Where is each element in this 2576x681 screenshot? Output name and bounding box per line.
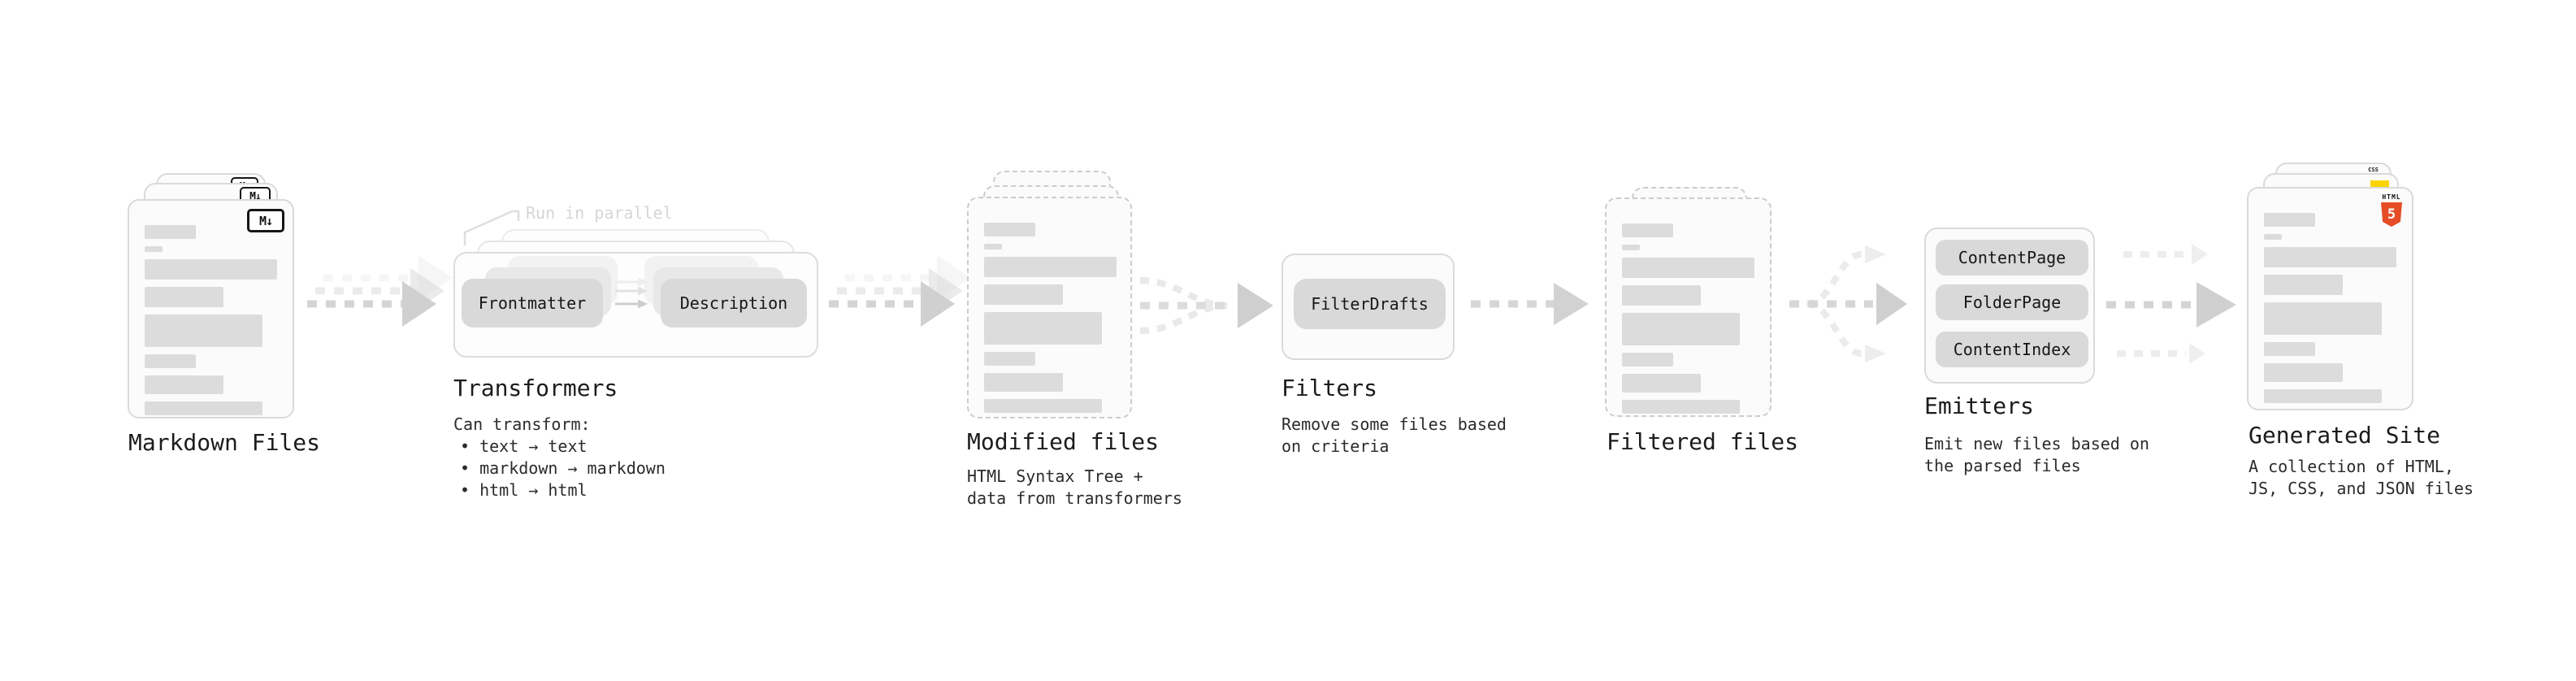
- emitters-desc-line2: the parsed files: [1924, 456, 2081, 475]
- skeleton-line: [145, 287, 223, 307]
- generated-site-desc-line2: JS, CSS, and JSON files: [2249, 479, 2474, 498]
- modified-files-desc-line2: data from transformers: [967, 488, 1182, 508]
- filters-title: Filters: [1281, 375, 1378, 401]
- transformers-bullet-3: • html → html: [460, 480, 588, 500]
- skeleton-line: [145, 375, 223, 394]
- skeleton-line: [984, 284, 1063, 305]
- transformers-bullet-1: • text → text: [460, 436, 588, 456]
- skeleton-line: [1622, 374, 1701, 393]
- skeleton-line: [984, 352, 1035, 366]
- skeleton-line: [145, 314, 262, 347]
- contentpage-pill: ContentPage: [1936, 240, 2088, 275]
- skeleton-line: [984, 223, 1035, 236]
- transformers-title: Transformers: [453, 375, 618, 401]
- modified-files-stack: [967, 171, 1138, 419]
- generated-site-title: Generated Site: [2249, 422, 2441, 449]
- transformers-bullet-2: • markdown → markdown: [460, 458, 666, 478]
- arrow-markdown-to-transformers: [307, 255, 453, 327]
- transformers-bullets: • text → text • markdown → markdown • ht…: [460, 436, 666, 501]
- skeleton-line: [145, 354, 196, 368]
- skeleton-line: [1622, 400, 1740, 414]
- arrow-filters-to-filtered: [1471, 283, 1589, 325]
- skeleton-line: [1622, 353, 1673, 367]
- emitters-title: Emitters: [1924, 393, 2034, 419]
- document-skeleton: [145, 225, 280, 415]
- skeleton-line: [2264, 213, 2315, 227]
- transformers-lead: Can transform:: [453, 414, 591, 434]
- skeleton-line: [1622, 313, 1740, 345]
- transformers-group: Frontmatter Description: [453, 229, 835, 361]
- modified-file-card: [967, 197, 1132, 419]
- generated-html-card: HTML 5: [2247, 187, 2413, 410]
- skeleton-line: [1622, 285, 1701, 306]
- run-in-parallel-label: Run in parallel: [526, 203, 673, 223]
- modified-files-title: Modified files: [967, 428, 1160, 455]
- arrow-emitters-to-generated: [2106, 244, 2236, 364]
- skeleton-line: [1622, 245, 1640, 250]
- skeleton-line: [2264, 247, 2396, 267]
- modified-files-desc-line1: HTML Syntax Tree +: [967, 466, 1143, 486]
- skeleton-line: [984, 257, 1117, 277]
- skeleton-line: [145, 259, 277, 280]
- filtered-files-title: Filtered files: [1607, 428, 1799, 455]
- skeleton-line: [2264, 363, 2343, 382]
- skeleton-line: [1622, 258, 1754, 278]
- arrow-modified-to-filters: [1139, 277, 1273, 334]
- generated-site-stack: CSS HTML 5: [2247, 163, 2418, 410]
- skeleton-line: [145, 246, 163, 252]
- arrow-filtered-to-emitters: [1789, 245, 1907, 362]
- skeleton-line: [984, 399, 1102, 413]
- filters-desc-line2: on criteria: [1281, 436, 1390, 456]
- skeleton-line: [2264, 302, 2382, 335]
- emitters-desc: Emit new files based on the parsed files: [1924, 433, 2149, 477]
- generated-site-desc: A collection of HTML, JS, CSS, and JSON …: [2249, 456, 2474, 500]
- modified-files-desc: HTML Syntax Tree + data from transformer…: [967, 466, 1182, 510]
- html5-icon: HTML 5: [2381, 194, 2402, 227]
- skeleton-line: [2264, 342, 2315, 356]
- filtered-files-stack: [1605, 187, 1776, 419]
- emitters-card: ContentPage FolderPage ContentIndex: [1924, 228, 2095, 384]
- skeleton-line: [984, 312, 1102, 345]
- html5-number: 5: [2387, 206, 2396, 223]
- markdown-icon: M↓: [247, 209, 284, 232]
- emitters-desc-line1: Emit new files based on: [1924, 434, 2149, 453]
- skeleton-line: [2264, 389, 2382, 403]
- parallel-arrows-icon: [615, 277, 648, 309]
- filters-desc: Remove some files based on criteria: [1281, 414, 1507, 458]
- skeleton-line: [2264, 234, 2282, 240]
- skeleton-line: [2264, 275, 2343, 295]
- generated-site-desc-line1: A collection of HTML,: [2249, 457, 2454, 476]
- document-skeleton: [2264, 213, 2399, 403]
- document-skeleton: [984, 223, 1117, 413]
- skeleton-line: [984, 373, 1063, 392]
- skeleton-line: [1622, 223, 1673, 237]
- filters-card: FilterDrafts: [1281, 254, 1455, 360]
- skeleton-line: [984, 244, 1002, 249]
- skeleton-line: [145, 225, 196, 239]
- filters-desc-line1: Remove some files based: [1281, 414, 1507, 434]
- arrow-transformers-to-modified: [829, 255, 971, 327]
- filterdrafts-pill: FilterDrafts: [1294, 279, 1446, 329]
- document-skeleton: [1622, 223, 1757, 414]
- folderpage-pill: FolderPage: [1936, 284, 2088, 320]
- run-in-parallel-callout: Run in parallel: [463, 203, 673, 245]
- filtered-file-card: [1605, 197, 1772, 417]
- contentindex-pill: ContentIndex: [1936, 332, 2088, 367]
- skeleton-line: [145, 401, 262, 415]
- markdown-file-card: M↓: [128, 199, 294, 419]
- markdown-files-stack: M↓ M↓ M↓: [128, 173, 298, 419]
- frontmatter-pill: Frontmatter: [462, 279, 603, 327]
- markdown-files-title: Markdown Files: [128, 429, 321, 456]
- description-pill: Description: [661, 279, 807, 327]
